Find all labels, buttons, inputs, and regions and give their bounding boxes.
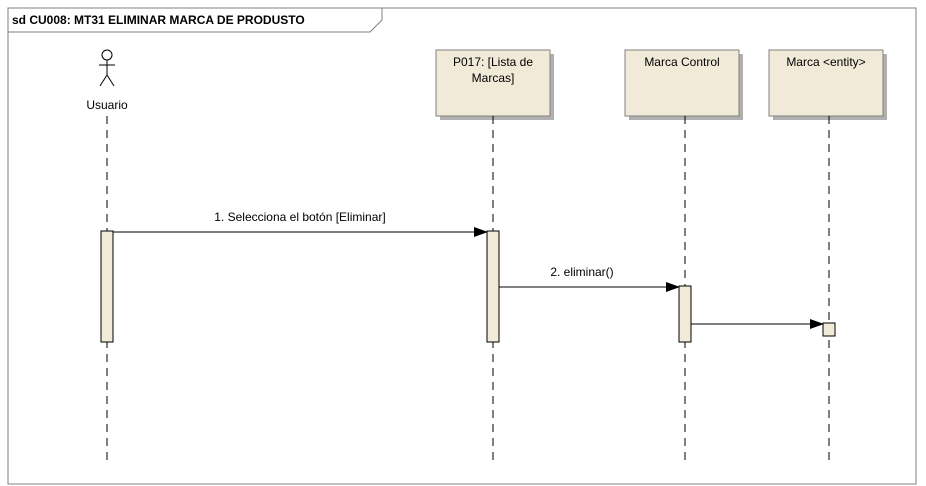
lifeline-box-marca-control: Marca Control: [624, 49, 743, 120]
message-label-1: 1. Selecciona el botón [Eliminar]: [214, 210, 385, 224]
activation-bar-lista-marcas: [486, 230, 500, 343]
frame-title: sd CU008: MT31 ELIMINAR MARCA DE PRODUST…: [12, 13, 305, 27]
lifeline-label: Marca Control: [644, 55, 719, 69]
activation-bar-marca-control: [678, 285, 692, 343]
actor-figure: [99, 49, 115, 87]
lifeline-box-lista-marcas: P017: [Lista de Marcas]: [435, 49, 554, 120]
activation-bar-usuario: [100, 230, 114, 343]
lifeline-label: Marca <entity>: [786, 55, 865, 69]
lifeline-label-line2: Marcas]: [472, 71, 515, 85]
actor-name: Usuario: [86, 98, 128, 112]
message-label-2: 2. eliminar(): [550, 265, 613, 279]
frame-title-tab: [7, 7, 383, 33]
lifeline-box-marca-entity: Marca <entity>: [768, 49, 887, 120]
lifeline-label-line1: P017: [Lista de: [453, 55, 533, 69]
activation-bar-marca-entity: [822, 322, 836, 337]
